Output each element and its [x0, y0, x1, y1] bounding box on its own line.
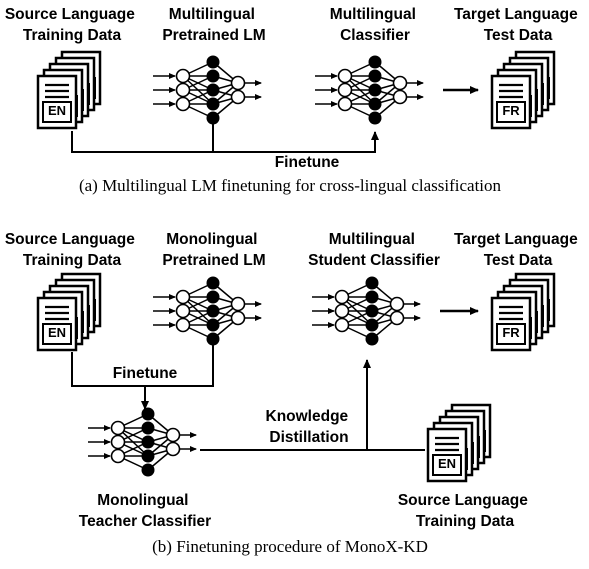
b-target-document-icon: FR: [490, 272, 556, 352]
b-teacher-network-icon: [88, 408, 196, 477]
panel-a: Source Language Training Data Multilingu…: [5, 6, 582, 195]
b-source2-document-icon: EN: [426, 403, 492, 483]
a-classifier-network-icon: [315, 56, 423, 125]
a-source-document-icon: EN: [36, 50, 102, 130]
a-pretrained-lm-network-icon: [153, 56, 261, 125]
a-source-label: Source Language Training Data: [5, 6, 139, 44]
b-caption: (b) Finetuning procedure of MonoX-KD: [152, 537, 428, 556]
a-target-label: Target Language Test Data: [454, 6, 582, 44]
b-finetune-label: Finetune: [113, 365, 178, 382]
b-model-label: Monolingual Pretrained LM: [162, 231, 265, 269]
b-knowledge-distillation-label: Knowledge Distillation: [266, 408, 353, 446]
a-target-doc-tag: FR: [502, 103, 520, 118]
b-target-label: Target Language Test Data: [454, 231, 582, 269]
b-pretrained-lm-network-icon: [153, 277, 261, 346]
b-distillation-connector: [200, 359, 425, 451]
panel-b: Source Language Training Data Monolingua…: [5, 231, 582, 556]
b-source2-doc-tag: EN: [438, 456, 456, 471]
b-teacher-label: Monolingual Teacher Classifier: [79, 492, 211, 530]
b-target-doc-tag: FR: [502, 325, 520, 340]
a-model-label: Multilingual Pretrained LM: [162, 6, 265, 44]
b-source-doc-tag: EN: [48, 325, 66, 340]
a-finetune-connector: [71, 118, 379, 153]
b-source-document-icon: EN: [36, 272, 102, 352]
b-source-label: Source Language Training Data: [5, 231, 139, 269]
b-finetune-connector: [71, 340, 214, 410]
a-target-document-icon: FR: [490, 50, 556, 130]
a-finetune-label: Finetune: [275, 154, 340, 171]
b-source2-label: Source Language Training Data: [398, 492, 532, 530]
a-classifier-label: Multilingual Classifier: [330, 6, 420, 44]
a-caption: (a) Multilingual LM finetuning for cross…: [79, 176, 502, 195]
b-student-label: Multilingual Student Classifier: [308, 231, 440, 269]
a-source-doc-tag: EN: [48, 103, 66, 118]
b-student-network-icon: [312, 277, 420, 346]
